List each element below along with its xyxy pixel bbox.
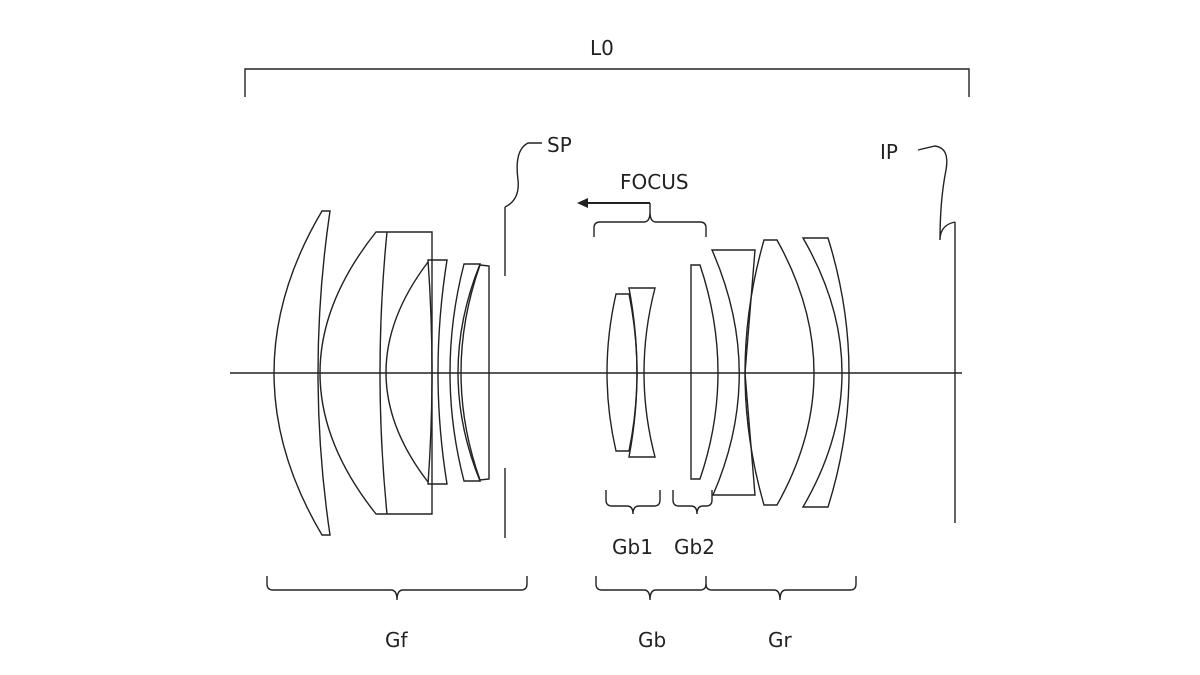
gr-lens-3 [801,237,850,508]
gr-lens-2 [744,239,815,506]
gr-lens-1 [710,249,756,496]
ip-leader [917,145,956,241]
l0-label: L0 [590,36,614,60]
focus-brace [593,203,707,237]
gr-label: Gr [768,628,792,652]
focus-label: FOCUS [620,170,689,194]
ip-label: IP [880,140,898,164]
focus-arrow-head-icon [577,198,588,208]
gf-lens-5 [460,264,490,481]
gr-brace [705,576,857,601]
gf-lens-2-cemented [319,231,433,515]
gb-label: Gb [638,628,666,652]
gf-brace [266,576,528,601]
sp-label: SP [547,133,572,157]
gf-label: Gf [385,628,408,652]
gb2-label: Gb2 [674,535,715,559]
gf-lens-1 [273,210,331,536]
sp-leader [504,142,542,208]
gb1-label: Gb1 [612,535,653,559]
gf-lens-4 [449,263,482,482]
gb-brace [595,576,707,601]
gb1-brace [605,490,661,515]
gb1-lens-b [628,287,656,458]
gb2-lens [690,264,719,480]
gf-lens-2-inner-surface [385,261,429,483]
gf-lens-3 [427,259,448,485]
gb2-brace [672,490,713,515]
l0-bracket [244,68,970,97]
